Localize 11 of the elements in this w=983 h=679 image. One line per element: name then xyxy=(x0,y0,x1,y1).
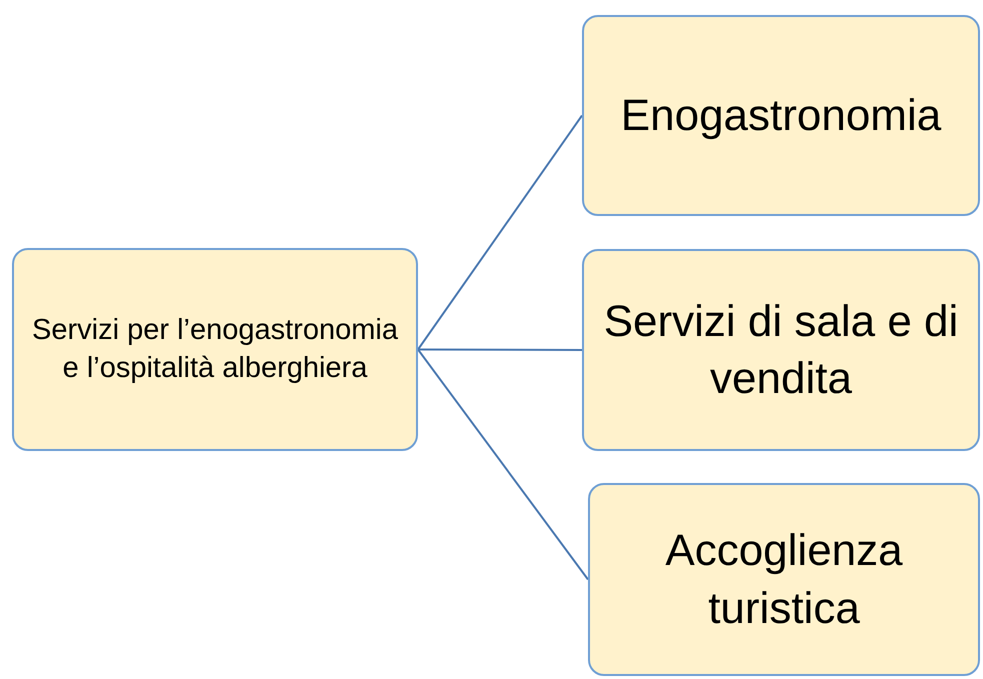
text-box xyxy=(12,248,418,451)
box-label: Enogastronomia xyxy=(620,90,942,142)
box-label: Accoglienza turistica xyxy=(664,525,904,634)
box-label: Servizi di sala e di vendita xyxy=(602,296,960,405)
connector-line xyxy=(418,348,582,351)
text-box xyxy=(582,15,980,216)
connector-line xyxy=(417,348,589,580)
text-box xyxy=(582,249,980,451)
connector-line xyxy=(417,114,583,350)
text-box xyxy=(588,483,980,676)
box-label: Servizi per l’enogastronomia e l’ospitalità alberghiera xyxy=(31,312,399,386)
